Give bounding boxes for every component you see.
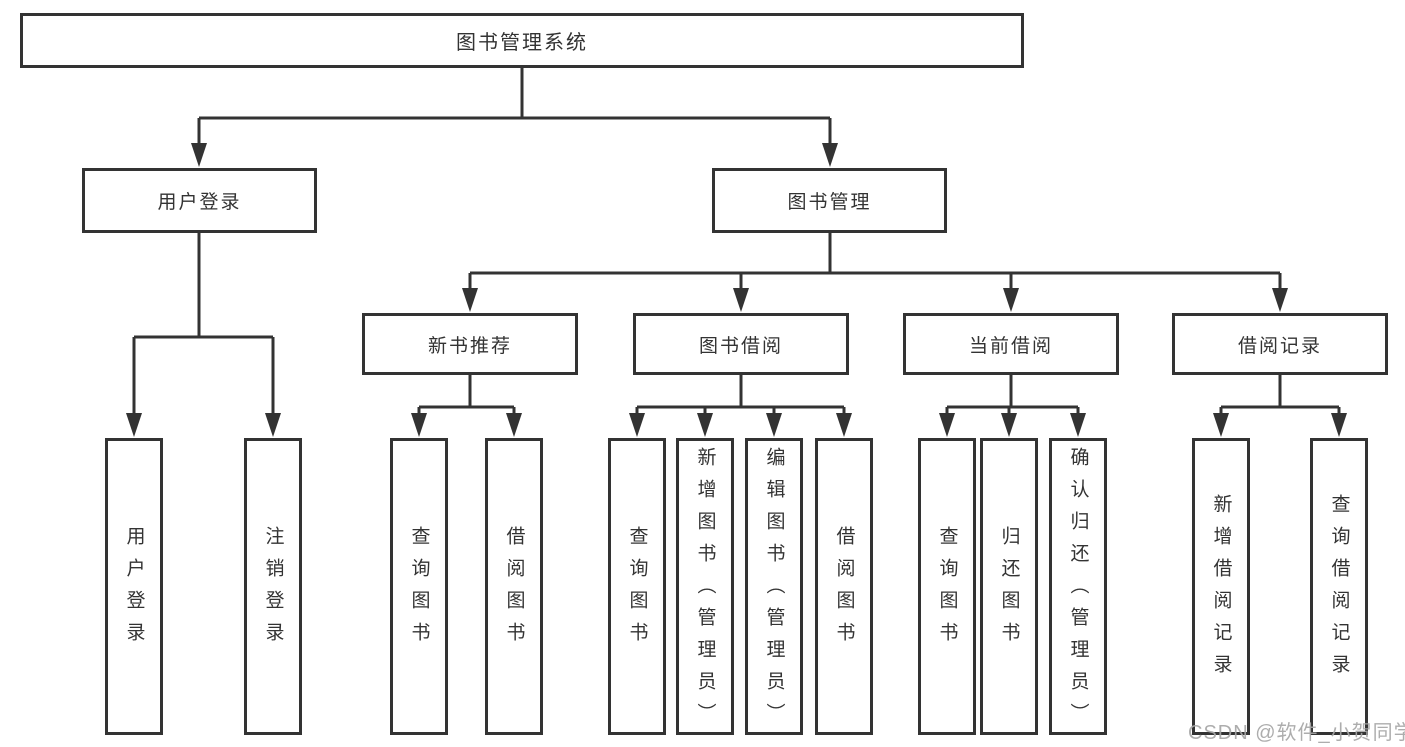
- leaf-add-borrow-record: 新增借阅记录: [1192, 438, 1250, 735]
- node-library-management-system: 图书管理系统: [20, 13, 1024, 68]
- leaf-logout: 注销登录: [244, 438, 302, 735]
- leaf-user-login: 用户登录: [105, 438, 163, 735]
- leaf-query-borrow-record: 查询借阅记录: [1310, 438, 1368, 735]
- node-user-login: 用户登录: [82, 168, 317, 233]
- leaf-query-book-borrow: 查询图书: [608, 438, 666, 735]
- node-current-borrow: 当前借阅: [903, 313, 1119, 375]
- leaf-query-book-recommend: 查询图书: [390, 438, 448, 735]
- leaf-borrow-book-recommend: 借阅图书: [485, 438, 543, 735]
- leaf-add-book-admin: 新增图书（管理员）: [676, 438, 734, 735]
- leaf-edit-book-admin: 编辑图书（管理员）: [745, 438, 803, 735]
- node-book-management: 图书管理: [712, 168, 947, 233]
- node-book-borrow: 图书借阅: [633, 313, 849, 375]
- node-new-book-recommend: 新书推荐: [362, 313, 578, 375]
- leaf-query-book-current: 查询图书: [918, 438, 976, 735]
- csdn-watermark: CSDN @软件_小贺同学: [1188, 722, 1405, 744]
- node-borrow-records: 借阅记录: [1172, 313, 1388, 375]
- leaf-return-book: 归还图书: [980, 438, 1038, 735]
- leaf-confirm-return-admin: 确认归还（管理员）: [1049, 438, 1107, 735]
- leaf-borrow-book: 借阅图书: [815, 438, 873, 735]
